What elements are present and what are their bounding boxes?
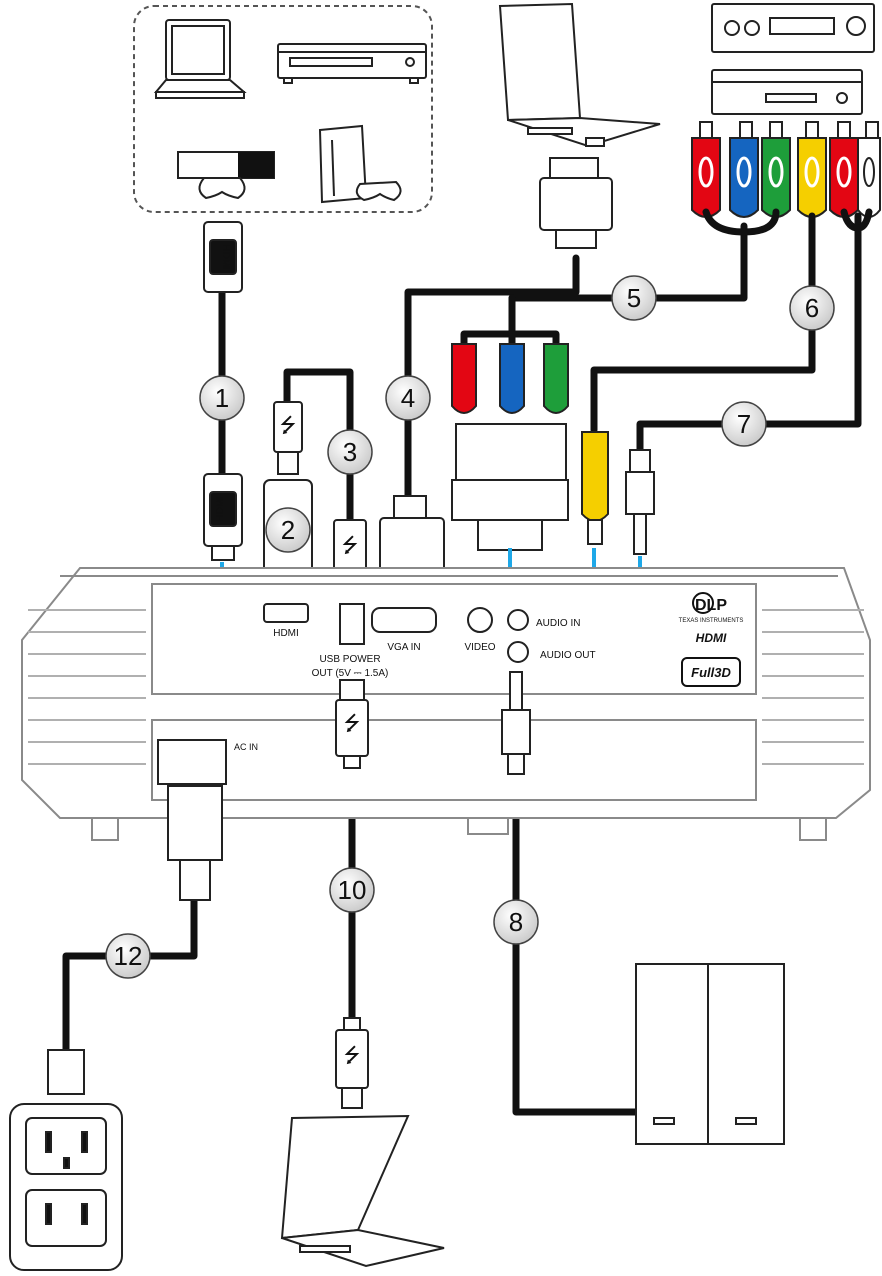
callout-12: 12 bbox=[105, 933, 151, 979]
hdmi-port[interactable] bbox=[263, 603, 309, 623]
vga-port[interactable] bbox=[371, 607, 437, 633]
game-console-icon bbox=[177, 151, 275, 200]
callout-6: 6 bbox=[789, 285, 835, 331]
svg-text:5: 5 bbox=[627, 283, 641, 313]
audio-jack-plug-in bbox=[625, 449, 655, 555]
svg-text:3: 3 bbox=[343, 437, 357, 467]
vga-in-label: VGA IN bbox=[387, 642, 420, 653]
callout-3: 3 bbox=[327, 429, 373, 475]
vcr-icon bbox=[711, 3, 875, 53]
game-console-icon-2 bbox=[318, 124, 402, 204]
logo-panel: DLP TEXAS INSTRUMENTS HDMI Full3D bbox=[679, 592, 744, 687]
callout-7: 7 bbox=[721, 401, 767, 447]
usb-plug-dongle: ⭍ bbox=[273, 401, 303, 475]
svg-text:⭍: ⭍ bbox=[342, 535, 359, 557]
hdmi-port-label: HDMI bbox=[273, 628, 299, 639]
rca-component-cable bbox=[691, 121, 881, 218]
video-label: VIDEO bbox=[464, 642, 495, 653]
audio-in-port[interactable] bbox=[507, 609, 529, 631]
svg-text:8: 8 bbox=[509, 907, 523, 937]
audio-out-label: AUDIO OUT bbox=[540, 650, 596, 661]
callout-5: 5 bbox=[611, 275, 657, 321]
svg-text:4: 4 bbox=[401, 383, 415, 413]
dlp-logo: DLP bbox=[695, 597, 727, 614]
projector-body bbox=[21, 567, 871, 841]
callout-8: 8 bbox=[493, 899, 539, 945]
hdmi-logo: HDMI bbox=[696, 631, 727, 645]
dvd-player-icon-2 bbox=[711, 69, 863, 115]
source-devices-group bbox=[133, 5, 433, 213]
callout-10: 10 bbox=[329, 867, 375, 913]
svg-text:2: 2 bbox=[281, 515, 295, 545]
ac-in-label: AC IN bbox=[234, 742, 258, 752]
usb-cable-plug-bottom: ⭍ bbox=[335, 1017, 369, 1109]
wall-outlet bbox=[9, 1049, 123, 1271]
dvd-player-icon bbox=[277, 43, 427, 84]
audio-out-port[interactable] bbox=[507, 641, 529, 663]
laptop-usb-icon bbox=[280, 1114, 445, 1268]
callout-1: 1 bbox=[199, 375, 245, 421]
svg-text:12: 12 bbox=[114, 941, 143, 971]
svg-text:⭍: ⭍ bbox=[344, 713, 361, 735]
svg-text:1: 1 bbox=[215, 383, 229, 413]
projector-ports bbox=[157, 603, 529, 785]
vga-plug-top bbox=[539, 157, 613, 249]
callout-2: 2 bbox=[265, 507, 311, 553]
rca-video-plug bbox=[581, 431, 609, 545]
hdmi-cable-plug-top: HDMI bbox=[203, 221, 243, 293]
ac-in-port[interactable] bbox=[157, 739, 227, 785]
component-vga-adapter bbox=[451, 343, 569, 551]
callout-4: 4 bbox=[385, 375, 431, 421]
svg-text:⭍: ⭍ bbox=[280, 415, 297, 437]
video-port[interactable] bbox=[467, 607, 493, 633]
usb-power-label-line1: USB POWER bbox=[319, 654, 380, 665]
usb-port[interactable] bbox=[339, 603, 365, 645]
hdmi-plug-label: HDMI bbox=[220, 244, 231, 270]
laptop-vga-source-icon bbox=[498, 2, 661, 148]
usb-power-label-line2: OUT (5V ⎓ 1.5A) bbox=[312, 668, 389, 679]
full3d-logo: Full3D bbox=[691, 665, 731, 680]
speakers-icon bbox=[635, 963, 785, 1145]
laptop-icon bbox=[153, 19, 247, 99]
hdmi-plug-label-2: HDMI bbox=[215, 496, 226, 522]
audio-jack-plug-out bbox=[501, 671, 531, 775]
svg-text:⭍: ⭍ bbox=[344, 1045, 361, 1067]
svg-text:7: 7 bbox=[737, 409, 751, 439]
usb-cable-plug-top: ⭍ bbox=[335, 679, 369, 769]
hdmi-cable-plug-bottom: HDMI bbox=[203, 473, 243, 561]
svg-text:10: 10 bbox=[338, 875, 367, 905]
power-plug bbox=[167, 785, 223, 901]
audio-in-label: AUDIO IN bbox=[536, 618, 580, 629]
svg-text:6: 6 bbox=[805, 293, 819, 323]
texas-instruments-text: TEXAS INSTRUMENTS bbox=[679, 618, 744, 624]
